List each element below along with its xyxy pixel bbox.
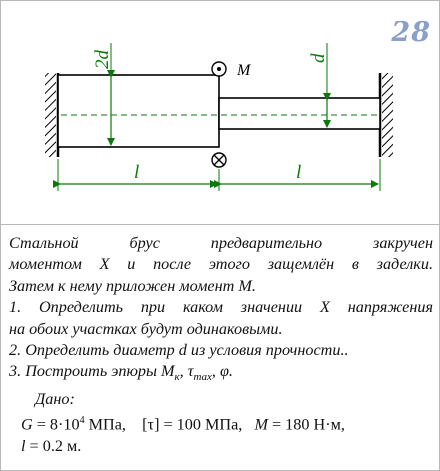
right-wall: [378, 73, 393, 157]
intro-line-3: Затем к нему приложен момент M.: [9, 276, 256, 295]
label-l-right: l: [296, 162, 301, 183]
intro-line-1: Стальной брус предварительно закручен: [9, 234, 433, 252]
shaft-figure: 2d d M l l: [45, 43, 393, 191]
label-M: M: [236, 62, 252, 79]
item-2: 2. Определить диаметр d из условия прочн…: [9, 341, 349, 360]
given-line-2: l = 0.2 м.: [21, 437, 82, 456]
problem-text: Стальной брус предварительно закручен мо…: [9, 233, 433, 458]
label-l-left: l: [134, 162, 139, 183]
given-title: Дано:: [35, 390, 75, 409]
item-1-line-1: 1. Определить при каком значении X напря…: [9, 298, 433, 317]
problem-number: 28: [391, 17, 431, 48]
divider: [1, 224, 439, 225]
moment-cross-symbol: [211, 152, 227, 168]
intro-line-2: моментом X и после этого защемлён в заде…: [9, 255, 433, 274]
item-1-line-2: на обоих участках будут одинаковыми.: [9, 319, 283, 338]
given-line-1: G = 8·104 МПа, [τ] = 100 МПа, M = 180 Н·…: [21, 415, 345, 434]
dimension-lengths: [53, 159, 381, 191]
label-d: d: [308, 53, 329, 63]
item-3: 3. Построить эпюры Mк, τmax, φ.: [9, 362, 233, 384]
moment-dot-symbol: [211, 61, 227, 77]
thin-section: [218, 97, 381, 130]
thick-section: [57, 74, 220, 148]
label-2d: 2d: [92, 50, 113, 70]
left-wall: [45, 73, 60, 157]
